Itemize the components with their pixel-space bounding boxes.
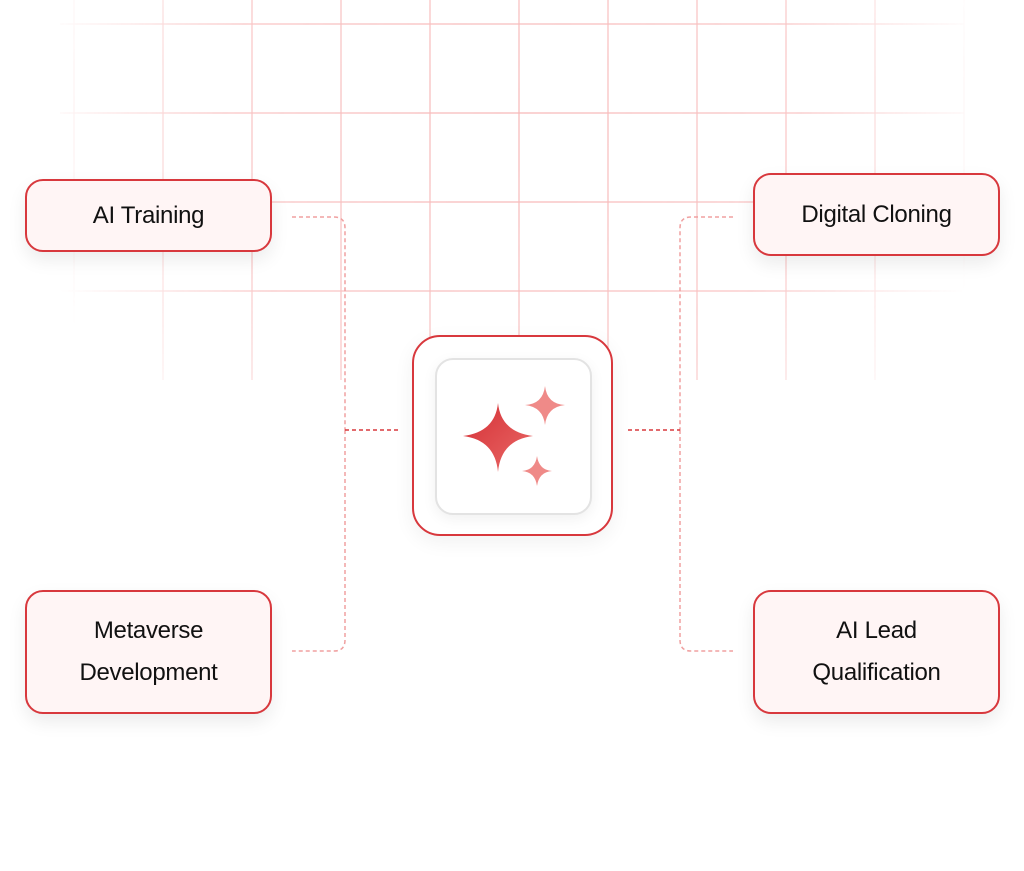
connector-left-top	[292, 216, 346, 430]
connector-left-bottom	[292, 430, 346, 652]
connector-right-top	[679, 216, 733, 430]
node-label: Digital Cloning	[801, 200, 952, 228]
node-ai-training: AI Training	[25, 179, 272, 252]
central-hub	[412, 335, 613, 536]
sparkles-icon	[463, 386, 565, 486]
node-label: Metaverse Development	[79, 617, 218, 686]
connector-right-bottom	[679, 430, 733, 652]
node-metaverse-development: Metaverse Development	[25, 590, 272, 714]
hub-icon-tile	[435, 358, 592, 515]
node-ai-lead-qualification: AI Lead Qualification	[753, 590, 1000, 714]
node-label: AI Lead Qualification	[812, 617, 941, 686]
node-digital-cloning: Digital Cloning	[753, 173, 1000, 256]
node-label: AI Training	[92, 201, 205, 229]
